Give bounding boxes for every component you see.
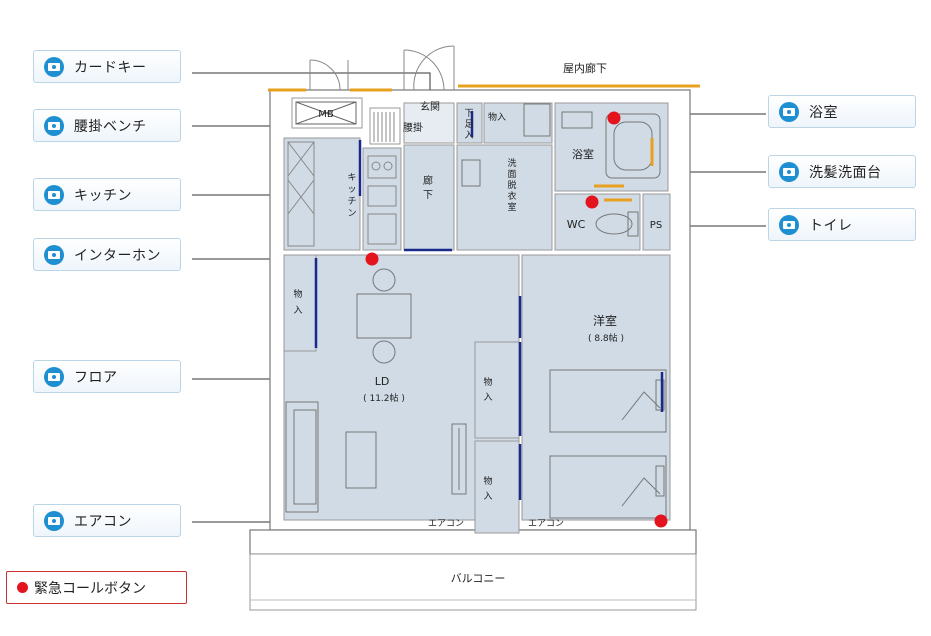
emergency-dot-wc (585, 195, 599, 209)
aircon-button[interactable]: エアコン (33, 504, 181, 537)
button-label: エアコン (74, 513, 132, 530)
camera-icon (779, 161, 799, 182)
kitchen-label-4: ン (347, 209, 356, 219)
ld-furniture (285, 268, 467, 513)
closet-mid1-label-2: 入 (483, 392, 492, 403)
western-size-label: ( 8.8帖 ) (588, 332, 624, 344)
western-room (521, 254, 671, 521)
western-label: 洋室 (593, 313, 617, 328)
aircon-western-label: エアコン (528, 519, 564, 529)
camera-icon (44, 184, 64, 205)
doors (314, 111, 664, 500)
wc-label: WC (567, 218, 586, 231)
button-label: インターホン (74, 247, 161, 264)
wash-label-4: 衣 (507, 190, 516, 202)
ps-room (642, 193, 671, 251)
storage-top (483, 102, 553, 144)
closet-left-label-1: 物 (293, 288, 302, 300)
shoe-label-1: 下 (464, 109, 473, 119)
camera-icon (44, 115, 64, 136)
beds (549, 369, 667, 519)
button-label: 腰掛ベンチ (74, 118, 147, 135)
card-key-button[interactable]: カードキー (33, 50, 181, 83)
camera-icon (779, 214, 799, 235)
legend-label: 緊急コールボタン (34, 580, 146, 597)
wash-label-1: 洗 (507, 157, 516, 169)
shoe-label-3: 入 (464, 130, 473, 141)
ld-size-label: ( 11.2帖 ) (363, 392, 405, 404)
closet-mid-2 (474, 440, 520, 534)
closet-mid2-label-1: 物 (483, 475, 492, 487)
bench-hatch (373, 112, 395, 142)
button-label: 洗髪洗面台 (809, 164, 882, 181)
kitchen-label-3: チ (347, 196, 356, 207)
bath-button[interactable]: 浴室 (768, 95, 916, 128)
entrance-label: 玄関 (420, 100, 440, 113)
hall-label-2: 下 (423, 190, 433, 201)
button-label: 浴室 (809, 104, 838, 121)
intercom-button[interactable]: インターホン (33, 238, 181, 271)
corridor-label: 屋内廊下 (563, 61, 607, 75)
camera-icon (779, 101, 799, 122)
storage-top-label: 物入 (488, 111, 506, 123)
bench-label: 腰掛 (403, 121, 423, 134)
wash-label-2: 面 (507, 169, 516, 180)
ps-label: PS (650, 220, 662, 231)
ld-label: LD (375, 375, 390, 388)
kitchen-counter (362, 147, 402, 251)
plan-labels: 屋内廊下 MB 玄関 腰掛 下 足 入 物入 浴室 洗 面 脱 衣 室 廊 下 … (293, 61, 662, 585)
entrance-door (309, 45, 455, 91)
emergency-dot-western (654, 514, 668, 528)
button-label: キッチン (74, 187, 132, 204)
camera-icon (44, 510, 64, 531)
closet-left-label-2: 入 (293, 305, 302, 316)
washbasin-button[interactable]: 洗髪洗面台 (768, 155, 916, 188)
kitchen-label-1: キ (347, 173, 356, 183)
bench-button[interactable]: 腰掛ベンチ (33, 109, 181, 142)
wash-label-3: 脱 (507, 179, 516, 191)
emergency-call-legend: 緊急コールボタン (6, 571, 187, 604)
closet-mid1-label-1: 物 (483, 376, 492, 388)
balcony-label: バルコニー (451, 572, 506, 585)
bath-fixtures (461, 103, 661, 237)
button-label: トイレ (809, 217, 853, 234)
bath-label: 浴室 (572, 147, 594, 161)
closet-mid2-label-2: 入 (483, 491, 492, 502)
hallway (403, 144, 455, 251)
wash-label-5: 室 (507, 201, 516, 213)
button-label: フロア (74, 369, 118, 386)
closet-mid-1 (474, 341, 520, 439)
kitchen-label-2: ッ (347, 185, 356, 195)
button-label: カードキー (74, 59, 147, 76)
shoe-storage (456, 102, 483, 144)
toilet-button[interactable]: トイレ (768, 208, 916, 241)
emergency-dot-bath (607, 111, 621, 125)
shoe-label-2: 足 (464, 119, 473, 130)
kitchen-button[interactable]: キッチン (33, 178, 181, 211)
camera-icon (44, 56, 64, 77)
kitchen-room (283, 137, 361, 251)
kitchen-fixtures (287, 141, 397, 247)
emergency-dot-icon (17, 582, 28, 593)
mb-label: MB (318, 109, 334, 120)
top-eaves (268, 84, 700, 92)
hall-label-1: 廊 (423, 174, 433, 187)
camera-icon (44, 366, 64, 387)
balcony (249, 553, 697, 611)
mb-cross (295, 101, 357, 125)
wash-room (456, 144, 553, 251)
emergency-dot-ld (365, 252, 379, 266)
entrance (403, 102, 455, 144)
floor-button[interactable]: フロア (33, 360, 181, 393)
closet-left-top (283, 254, 317, 352)
emergency-buttons (365, 111, 668, 528)
aircon-ld-label: エアコン (428, 519, 464, 529)
bath-handrails (594, 138, 654, 202)
bench (369, 107, 401, 145)
camera-icon (44, 244, 64, 265)
